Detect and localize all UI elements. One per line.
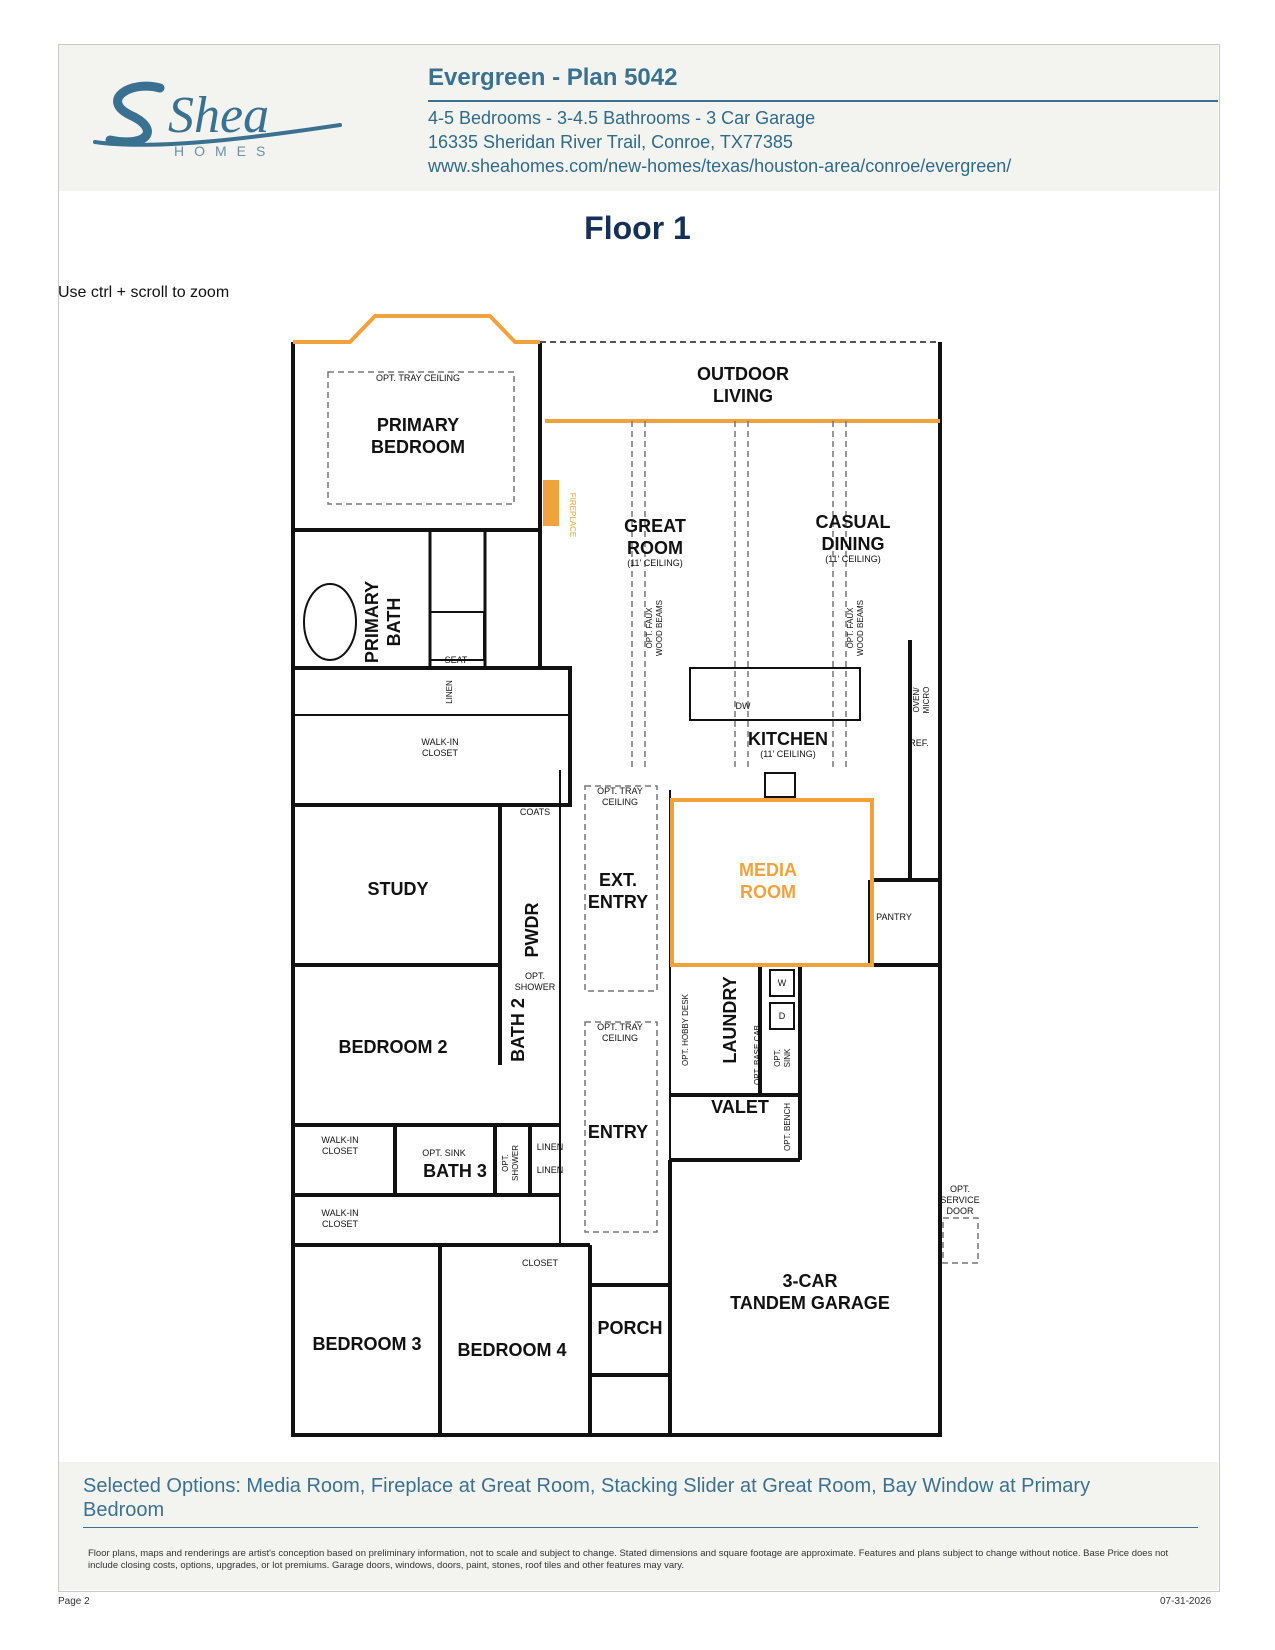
opt-sink-laundry-label-2: SINK — [783, 1048, 792, 1067]
floor-plan[interactable]: OUTDOOR LIVING PRIMARY BEDROOM GREAT ROO… — [280, 305, 980, 1450]
walk-in-closet-bed3-label-2: CLOSET — [322, 1219, 359, 1229]
fireplace-label: FIREPLACE — [568, 493, 577, 537]
faux-beams-2-label-2: WOOD BEAMS — [856, 600, 865, 656]
selected-options: Selected Options: Media Room, Fireplace … — [83, 1475, 1091, 1521]
linen-2-label: LINEN — [537, 1165, 564, 1175]
faux-beams-2-label: OPT. FAUX — [846, 607, 855, 649]
service-door-label-3: DOOR — [947, 1206, 975, 1216]
logo-wordmark: Shea — [168, 87, 269, 144]
print-date: 07-31-2026 — [1160, 1596, 1212, 1607]
page-footer — [59, 1462, 1218, 1590]
page-header — [59, 45, 1218, 191]
room-garage-label-2: TANDEM GARAGE — [730, 1293, 890, 1313]
room-primary-bedroom-label-2: BEDROOM — [371, 437, 465, 457]
closet-bed4-label: CLOSET — [522, 1258, 559, 1268]
opt-bench-label: OPT. BENCH — [783, 1103, 792, 1151]
room-primary-bedroom-label: PRIMARY — [377, 415, 459, 435]
room-garage-label: 3-CAR — [782, 1271, 837, 1291]
refrigerator-label: REF. — [909, 738, 929, 748]
page-number: Page 2 — [58, 1596, 90, 1607]
entry-tray-label-2: CEILING — [602, 1033, 638, 1043]
room-entry-label: ENTRY — [588, 1122, 648, 1142]
room-casual-dining-label-2: DINING — [822, 534, 885, 554]
washer-label: W — [778, 978, 787, 988]
room-bedroom2-label: BEDROOM 2 — [338, 1037, 447, 1057]
room-kitchen-label: KITCHEN — [748, 729, 828, 749]
plan-address: 16335 Sheridan River Trail, Conroe, TX77… — [428, 132, 793, 152]
hobby-desk-label: OPT. HOBBY DESK — [681, 993, 690, 1066]
linen-1-label: LINEN — [537, 1142, 564, 1152]
oven-micro-label: OVEN/ — [912, 687, 921, 713]
great-room-ceiling-label: (11' CEILING) — [627, 558, 683, 568]
linen-primary-label: LINEN — [445, 680, 454, 704]
room-porch-label: PORCH — [597, 1318, 662, 1338]
plan-url-link[interactable]: www.sheahomes.com/new-homes/texas/housto… — [428, 156, 1012, 176]
room-bath3-label: BATH 3 — [423, 1161, 487, 1181]
opt-shower-bath2-label-2: SHOWER — [515, 982, 556, 992]
floor-title: Floor 1 — [584, 210, 691, 246]
faux-beams-1-label-2: WOOD BEAMS — [655, 600, 664, 656]
room-bath2-label: BATH 2 — [508, 998, 528, 1062]
base-cab-label: OPT. BASE CAB — [753, 1025, 762, 1085]
oven-micro-label-2: MICRO — [922, 687, 931, 714]
plan-title: Evergreen - Plan 5042 — [428, 64, 678, 91]
room-valet-label: VALET — [711, 1097, 769, 1117]
walk-in-closet-bed2-label: WALK-IN — [321, 1135, 358, 1145]
opt-shower-bath2-label: OPT. — [525, 971, 545, 981]
plan-specs: 4-5 Bedrooms - 3-4.5 Bathrooms - 3 Car G… — [428, 108, 816, 128]
seat-label: SEAT — [445, 655, 468, 665]
tray-ceiling-primary-label: OPT. TRAY CEILING — [376, 373, 460, 383]
dryer-label: D — [779, 1011, 786, 1021]
page-frame — [58, 44, 1220, 1592]
walk-in-closet-bed2-label-2: CLOSET — [322, 1146, 359, 1156]
room-ext-entry-label: EXT. — [599, 870, 637, 890]
casual-dining-ceiling-label: (11' CEILING) — [825, 554, 881, 564]
room-casual-dining-label: CASUAL — [816, 512, 891, 532]
shea-homes-logo: Shea HOMES — [93, 81, 342, 159]
entry-tray-label: OPT. TRAY — [597, 1022, 643, 1032]
faux-beams-1-label: OPT. FAUX — [645, 607, 654, 649]
walk-in-closet-bed3-label: WALK-IN — [321, 1208, 358, 1218]
room-ext-entry-label-2: ENTRY — [588, 892, 648, 912]
opt-shower-bath3-label: OPT. — [501, 1154, 510, 1172]
ext-entry-tray-label-2: CEILING — [602, 797, 638, 807]
walk-in-closet-primary-label-2: CLOSET — [422, 748, 459, 758]
room-primary-bath-label: PRIMARY — [362, 581, 382, 663]
room-pwdr-label: PWDR — [522, 903, 542, 958]
pantry-label: PANTRY — [876, 912, 912, 922]
room-media-room-label-2: ROOM — [740, 882, 796, 902]
room-outdoor-living-label: OUTDOOR — [697, 364, 789, 384]
service-door-label: OPT. — [950, 1184, 970, 1194]
service-door-label-2: SERVICE — [940, 1195, 979, 1205]
footer-divider — [83, 1527, 1198, 1528]
room-outdoor-living-label-2: LIVING — [713, 386, 773, 406]
walk-in-closet-primary-label: WALK-IN — [421, 737, 458, 747]
room-bedroom4-label: BEDROOM 4 — [457, 1340, 566, 1360]
kitchen-ceiling-label: (11' CEILING) — [760, 749, 816, 759]
disclaimer-text: Floor plans, maps and renderings are art… — [88, 1548, 1169, 1571]
room-study-label: STUDY — [367, 879, 428, 899]
room-media-room-label: MEDIA — [739, 860, 797, 880]
room-primary-bath-label-2: BATH — [384, 598, 404, 647]
opt-sink-bath3-label: OPT. SINK — [422, 1148, 466, 1158]
dishwasher-label: DW — [736, 701, 751, 711]
opt-shower-bath3-label-2: SHOWER — [511, 1145, 520, 1181]
zoom-hint: Use ctrl + scroll to zoom — [58, 284, 230, 301]
coats-label: COATS — [520, 807, 550, 817]
room-laundry-label: LAUNDRY — [720, 976, 740, 1063]
room-great-room-label: GREAT — [624, 516, 686, 536]
logo-subtitle: HOMES — [174, 143, 275, 159]
ext-entry-tray-label: OPT. TRAY — [597, 786, 643, 796]
room-great-room-label-2: ROOM — [627, 538, 683, 558]
opt-sink-laundry-label: OPT. — [773, 1049, 782, 1067]
header-divider — [428, 100, 1218, 102]
room-bedroom3-label: BEDROOM 3 — [312, 1334, 421, 1354]
